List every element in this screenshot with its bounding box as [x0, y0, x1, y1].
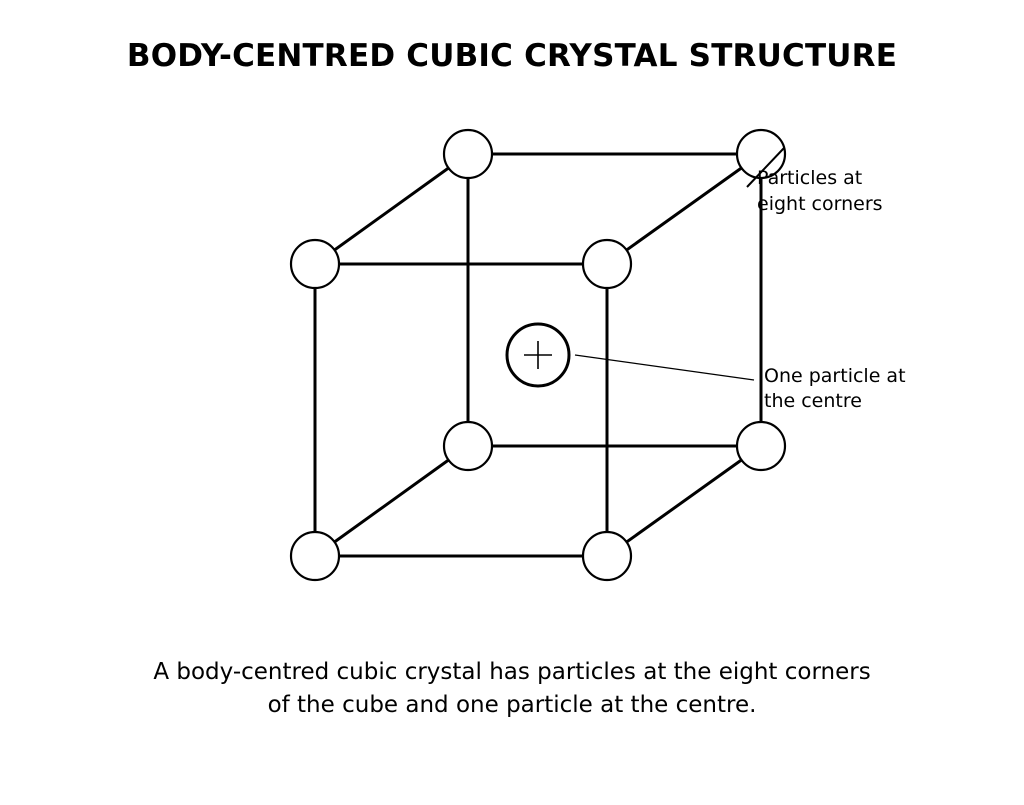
corner-particle-front-top-right — [581, 238, 633, 290]
corner-particle-back-bottom-right — [735, 420, 787, 472]
page-title: BODY-CENTRED CUBIC CRYSTAL STRUCTURE — [126, 38, 898, 74]
edge-connect-bottom-left — [313, 444, 470, 558]
edge-connect-top-left — [313, 152, 470, 266]
edge-connect-top-right — [605, 152, 763, 266]
edge-connect-bottom-right — [605, 444, 763, 558]
corner-particle-back-bottom-left — [442, 420, 494, 472]
cube-edges — [313, 152, 763, 558]
corner-label-pointer — [746, 147, 785, 188]
centre-particle — [505, 322, 571, 388]
corner-particle-front-bottom-right — [581, 530, 633, 582]
corner-label-line2: eight corners — [757, 193, 883, 215]
annotation-corners: Particles at eight corners — [746, 147, 883, 215]
centre-label-pointer — [574, 354, 755, 381]
corner-particle-back-top-left — [442, 128, 494, 180]
corner-particle-back-top-right — [735, 128, 787, 180]
corner-particles — [289, 128, 787, 582]
caption: A body-centred cubic crystal has particl… — [0, 656, 1024, 722]
centre-label-line2: the centre — [764, 390, 862, 412]
centre-label-line1: One particle at — [764, 365, 906, 387]
caption-line-1: A body-centred cubic crystal has particl… — [153, 659, 871, 685]
caption-line-2: of the cube and one particle at the cent… — [267, 692, 757, 718]
annotation-centre: One particle at the centre — [574, 354, 906, 412]
corner-label-line1: Particles at — [757, 167, 862, 189]
corner-particle-front-bottom-left — [289, 530, 341, 582]
corner-particle-front-top-left — [289, 238, 341, 290]
